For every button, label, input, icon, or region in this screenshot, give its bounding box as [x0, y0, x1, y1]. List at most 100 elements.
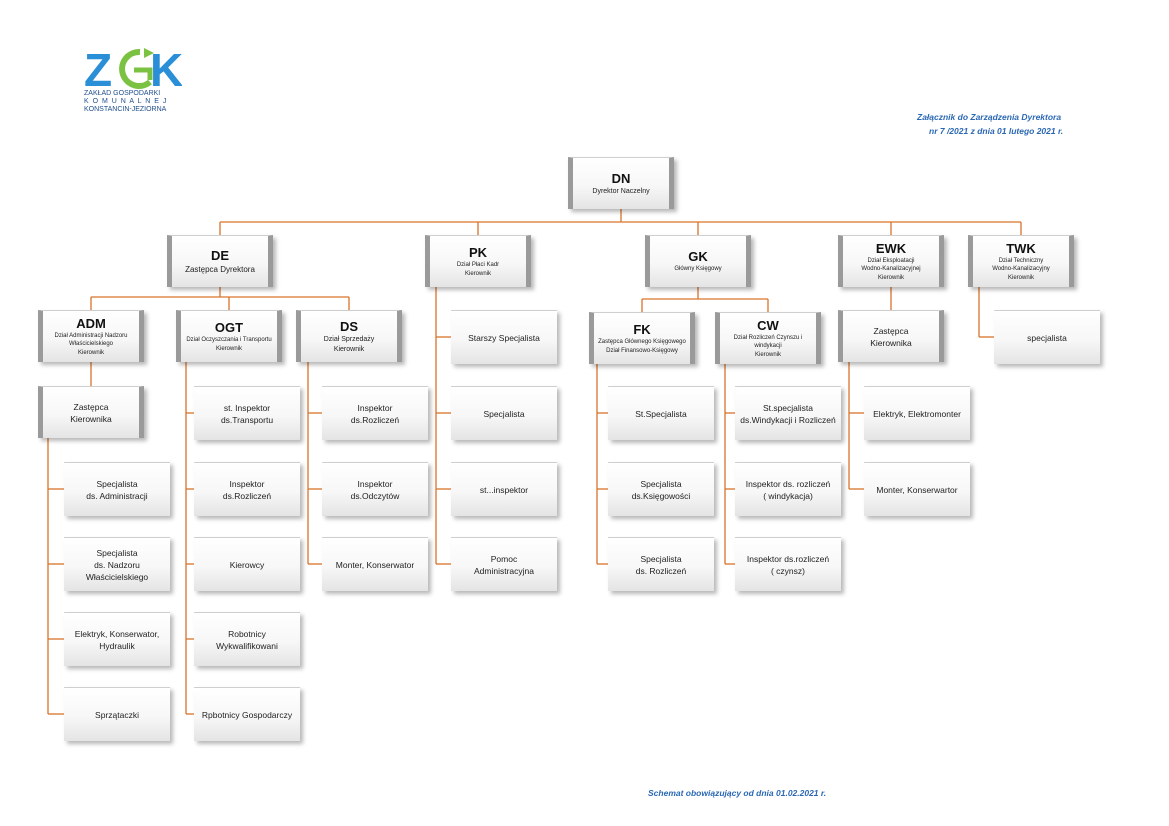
staff-label: Specjalista ds. Nadzoru Właścicielskiego — [85, 547, 149, 582]
svg-text:K: K — [150, 46, 182, 90]
staff-label: Specjalista ds. Rozliczeń — [635, 553, 687, 576]
node-ewk-line2: Wodno-Kanalizacyjnej — [861, 266, 921, 273]
node-fk: FK Zastępca Głównego Księgowego Dział Fi… — [589, 312, 695, 364]
staff-box: Elektryk, Konserwator, Hydraulik — [64, 612, 170, 666]
node-twk: TWK Dział Techniczny Wodno-Kanalizacyjny… — [968, 235, 1074, 287]
staff-label: Specjalista ds.Księgowości — [631, 478, 691, 501]
node-ds-code: DS — [339, 318, 359, 334]
staff-label: Inspektor ds.rozliczeń ( czynsz) — [746, 553, 830, 576]
staff-label: st. Inspektor ds.Transportu — [220, 402, 274, 425]
staff-box: Rpbotnicy Gospodarczy — [194, 687, 300, 741]
node-ewk-code: EWK — [875, 240, 907, 256]
staff-box: st...inspektor — [451, 462, 557, 516]
footer-note: Schemat obowiązujący od dnia 01.02.2021 … — [648, 788, 827, 798]
staff-label: Inspektor ds.Rozliczeń — [222, 478, 272, 501]
node-pk-line1: Dział Płaci Kadr — [456, 262, 500, 268]
node-cw-line2: Kierownik — [754, 351, 781, 358]
staff-box: Specjalista — [451, 386, 557, 440]
staff-box: Inspektor ds.Rozliczeń — [194, 462, 300, 516]
staff-label: St.Specjalista — [635, 408, 687, 419]
node-adm-line2: Właścicielskiego — [68, 341, 113, 348]
zgk-logo-mark: Z K — [84, 46, 182, 90]
staff-label: Monter, Konserwator — [335, 559, 415, 570]
staff-box: Specjalista ds. Administracji — [64, 462, 170, 516]
staff-label: Elektryk, Elektromonter — [873, 408, 961, 419]
staff-label: Inspektor ds.Rozliczeń — [350, 402, 400, 425]
logo-text-line3: KONSTANCIN-JEZIORNA — [84, 106, 167, 113]
staff-label: Robotnicy Wykwalifikowani — [216, 628, 278, 651]
node-adm-code: ADM — [76, 315, 106, 331]
node-ogt-line1: Dział Oczyszczania i Transportu — [186, 337, 272, 343]
node-ogt-code: OGT — [214, 320, 244, 335]
staff-box: st. Inspektor ds.Transportu — [194, 386, 300, 440]
logo-text-line2: K O M U N A L N E J — [84, 98, 168, 105]
node-dn-code: DN — [611, 170, 631, 186]
svg-text:Z: Z — [84, 46, 111, 90]
staff-box: Specjalista ds.Księgowości — [608, 462, 714, 516]
staff-label: Inspektor ds.Odczytów — [350, 478, 400, 501]
node-adm-deputy-label: Zastępca Kierownika — [70, 401, 112, 424]
staff-box: Elektryk, Elektromonter — [864, 386, 970, 440]
staff-box: Sprzątaczki — [64, 687, 170, 741]
staff-box: Inspektor ds.rozliczeń ( czynsz) — [735, 537, 841, 591]
staff-box: Pomoc Administracyjna — [451, 537, 557, 591]
node-ewk-line3: Kierownik — [877, 274, 904, 281]
node-dn-title: Dyrektor Naczelny — [592, 187, 650, 195]
staff-box: St.Specjalista — [608, 386, 714, 440]
staff-box: specjalista — [994, 310, 1100, 364]
staff-label: st...inspektor — [479, 484, 529, 495]
node-ds-line1: Dział Sprzedaży — [323, 335, 375, 343]
zgk-logo: Z K ZAKŁAD GOSPODARKI K O M U N A L N E … — [82, 46, 202, 118]
node-ds: DS Dział Sprzedaży Kierownik — [296, 310, 402, 362]
staff-label: Rpbotnicy Gospodarczy — [201, 709, 293, 720]
node-ewk-deputy-label: Zastępca Kierownika — [870, 325, 912, 348]
node-pk-line2: Kierownik — [464, 270, 491, 277]
node-cw-line1: Dział Rozliczeń Czynszu i windykacji — [733, 334, 803, 350]
node-dn: DN Dyrektor Naczelny — [568, 157, 674, 209]
staff-label: Sprzątaczki — [95, 709, 139, 720]
staff-box: Monter, Konserwartor — [864, 462, 970, 516]
node-fk-code: FK — [633, 322, 651, 337]
staff-label: St.specjalista ds.Windykacji i Rozliczeń — [740, 402, 836, 425]
node-ogt: OGT Dział Oczyszczania i Transportu Kier… — [176, 310, 282, 362]
node-fk-line2: Dział Finansowo-Księgowy — [606, 347, 678, 354]
node-cw: CW Dział Rozliczeń Czynszu i windykacji … — [715, 312, 821, 364]
node-adm-line1: Dział Administracji Nadzoru — [54, 332, 128, 339]
staff-box: Kierowcy — [194, 537, 300, 591]
node-ewk-line1: Dział Eksploatacji — [867, 257, 915, 264]
staff-box: St.specjalista ds.Windykacji i Rozliczeń — [735, 386, 841, 440]
node-gk-title: Główny Księgowy — [674, 266, 722, 273]
staff-label: Pomoc Administracyjna — [474, 553, 534, 576]
node-adm: ADM Dział Administracji Nadzoru Właścici… — [38, 310, 144, 362]
node-ewk-deputy: Zastępca Kierownika — [838, 310, 944, 362]
staff-label: Kierowcy — [229, 559, 265, 570]
node-twk-line2: Wodno-Kanalizacyjny — [992, 266, 1050, 273]
node-ds-line2: Kierownik — [333, 345, 365, 353]
node-ewk: EWK Dział Eksploatacji Wodno-Kanalizacyj… — [838, 235, 944, 287]
staff-label: Specjalista ds. Administracji — [86, 478, 148, 501]
staff-box: Starszy Specjalista — [451, 310, 557, 364]
node-pk-code: PK — [468, 245, 488, 260]
staff-label: Elektryk, Konserwator, Hydraulik — [74, 628, 160, 651]
node-ogt-line2: Kierownik — [215, 345, 242, 352]
node-adm-line3: Kierownik — [77, 349, 104, 356]
node-fk-line1: Zastępca Głównego Księgowego — [598, 339, 686, 345]
node-twk-line1: Dział Techniczny — [998, 257, 1044, 264]
staff-label: Specjalista — [483, 408, 525, 419]
node-cw-code: CW — [757, 317, 779, 333]
staff-label: Starszy Specjalista — [468, 332, 540, 343]
staff-box: Inspektor ds. rozliczeń ( windykacja) — [735, 462, 841, 516]
annex-line1: Załącznik do Zarządzenia Dyrektora — [917, 112, 1062, 122]
node-twk-code: TWK — [1006, 240, 1036, 256]
staff-box: Inspektor ds.Odczytów — [322, 462, 428, 516]
staff-label: specjalista — [1027, 332, 1067, 343]
node-gk: GK Główny Księgowy — [645, 235, 751, 287]
node-pk: PK Dział Płaci Kadr Kierownik — [425, 235, 531, 287]
staff-box: Robotnicy Wykwalifikowani — [194, 612, 300, 666]
node-adm-deputy: Zastępca Kierownika — [38, 386, 144, 438]
logo-text-line1: ZAKŁAD GOSPODARKI — [84, 90, 161, 97]
staff-box: Monter, Konserwator — [322, 537, 428, 591]
node-twk-line3: Kierownik — [1007, 274, 1034, 281]
staff-box: Specjalista ds. Rozliczeń — [608, 537, 714, 591]
